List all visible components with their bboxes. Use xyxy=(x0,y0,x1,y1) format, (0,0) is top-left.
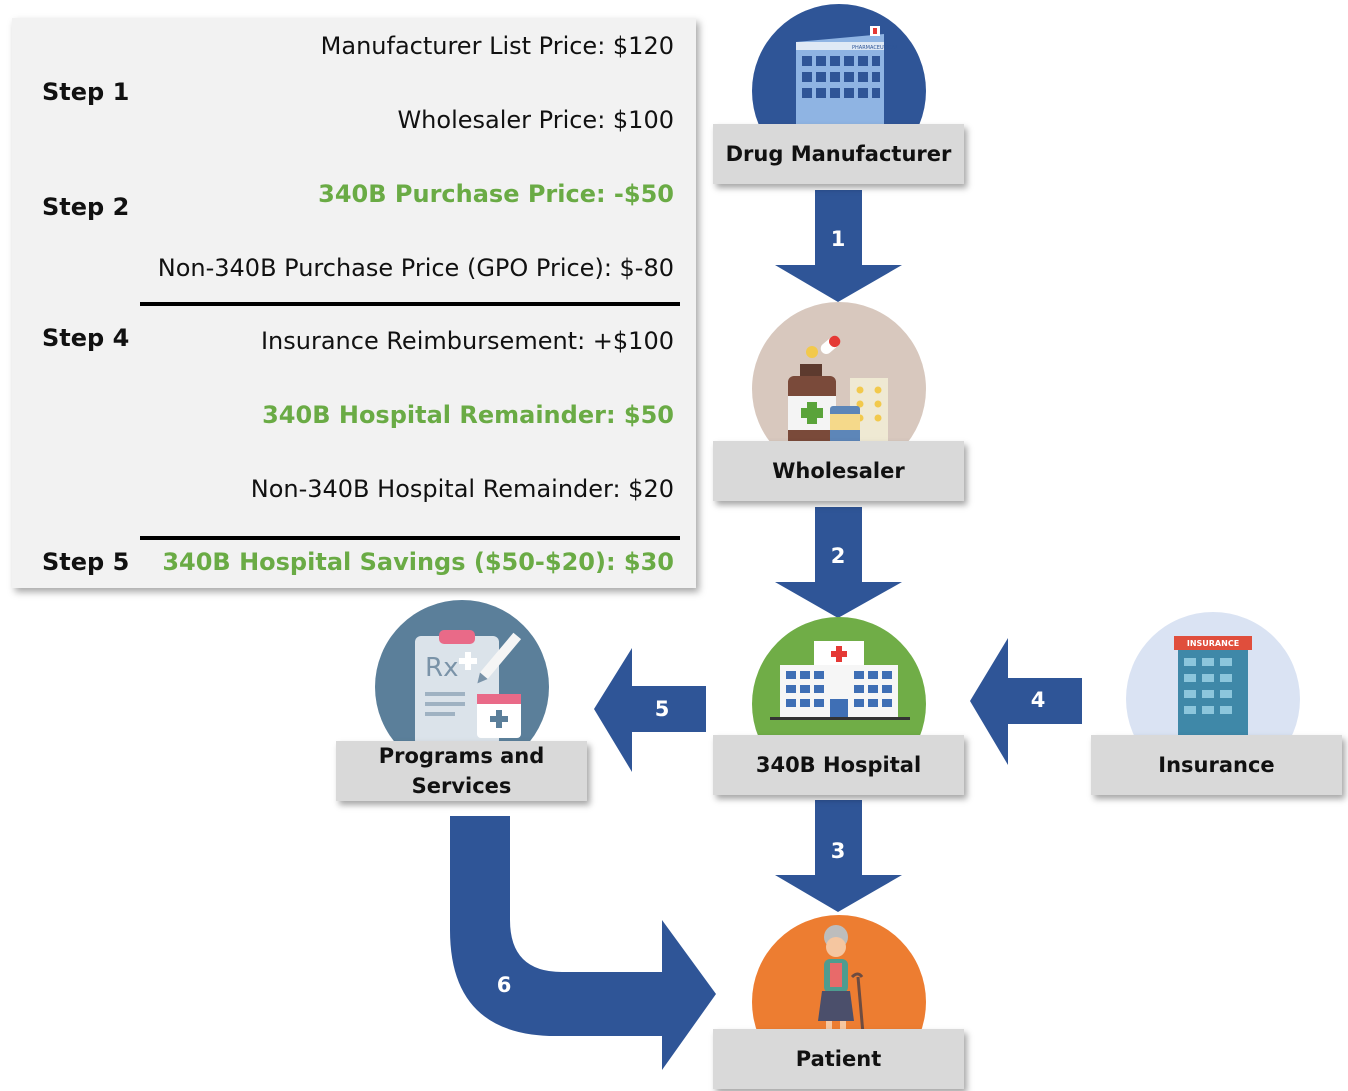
step-1-label: Step 1 xyxy=(42,78,130,106)
arrow-6 xyxy=(450,816,716,1070)
arrow-1-number: 1 xyxy=(831,227,846,251)
arrow-4 xyxy=(970,638,1082,765)
insurance-reimbursement: Insurance Reimbursement: +$100 xyxy=(260,327,674,355)
340b-hospital-label: 340B Hospital xyxy=(713,735,964,795)
arrow-2 xyxy=(775,507,902,618)
arrow-3 xyxy=(775,800,902,912)
insurance-label: Insurance xyxy=(1091,735,1342,795)
arrow-4-number: 4 xyxy=(1031,688,1046,712)
divider-line xyxy=(140,536,680,540)
arrow-6-number: 6 xyxy=(497,973,512,997)
step-4-label: Step 4 xyxy=(42,324,130,352)
step-5-label: Step 5 xyxy=(42,548,130,576)
arrow-2-number: 2 xyxy=(831,544,846,568)
340b-hospital-savings: 340B Hospital Savings ($50-$20): $30 xyxy=(162,548,674,576)
arrow-3-number: 3 xyxy=(831,839,846,863)
manufacturer-list-price: Manufacturer List Price: $120 xyxy=(320,32,674,60)
prescription-clipboard-icon: Rx xyxy=(375,600,549,774)
arrow-5 xyxy=(594,648,706,772)
insurance-sign-text: INSURANCE xyxy=(1187,639,1239,648)
rx-symbol-text: Rx xyxy=(425,653,458,683)
340b-purchase-price: 340B Purchase Price: -$50 xyxy=(318,180,674,208)
divider-line xyxy=(140,302,680,306)
wholesaler-price: Wholesaler Price: $100 xyxy=(397,106,674,134)
programs-label-line2: Services xyxy=(411,774,512,798)
manufacturer-sign-text: PHARMACEUTICAL xyxy=(852,45,898,51)
arrow-1 xyxy=(775,190,902,302)
arrow-5-number: 5 xyxy=(655,697,670,721)
wholesaler-label: Wholesaler xyxy=(713,441,964,501)
programs-label-line1: Programs and xyxy=(378,743,545,768)
drug-manufacturer-label: Drug Manufacturer xyxy=(713,124,964,184)
patient-label: Patient xyxy=(713,1029,964,1089)
programs-and-services-label: Programs and Services xyxy=(336,741,587,801)
step-2-label: Step 2 xyxy=(42,193,130,221)
340b-hospital-remainder: 340B Hospital Remainder: $50 xyxy=(262,401,674,429)
non-340b-hospital-remainder: Non-340B Hospital Remainder: $20 xyxy=(250,475,674,503)
price-breakdown-panel: Step 1 Step 2 Step 4 Step 5 Manufacturer… xyxy=(12,18,696,588)
non-340b-purchase-price: Non-340B Purchase Price (GPO Price): $-8… xyxy=(157,254,674,282)
